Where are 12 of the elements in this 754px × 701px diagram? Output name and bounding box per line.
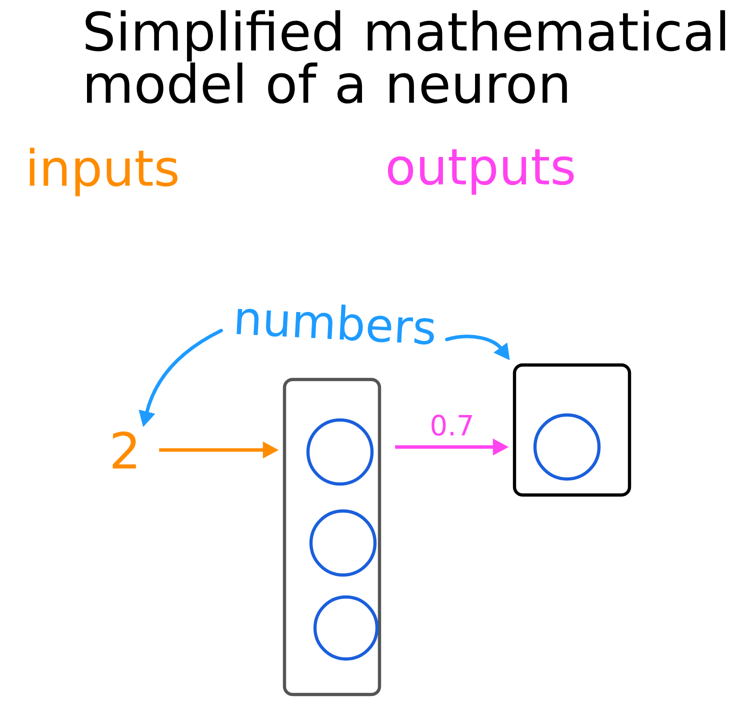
input-number: 2 — [112, 431, 136, 469]
neuron-circle — [533, 413, 601, 481]
edge-label: 0.7 — [428, 414, 476, 437]
handwritten-note: numbers — [236, 304, 434, 344]
neuron-circle — [313, 595, 379, 661]
outputs-label: outputs — [388, 149, 574, 195]
title: Simplified mathematical model of a neuron — [86, 10, 726, 104]
output-box — [512, 363, 632, 497]
hidden-layer-box — [282, 378, 382, 696]
inputs-label: inputs — [30, 148, 178, 196]
neuron-circle — [309, 509, 377, 577]
neuron-circle — [306, 418, 374, 486]
